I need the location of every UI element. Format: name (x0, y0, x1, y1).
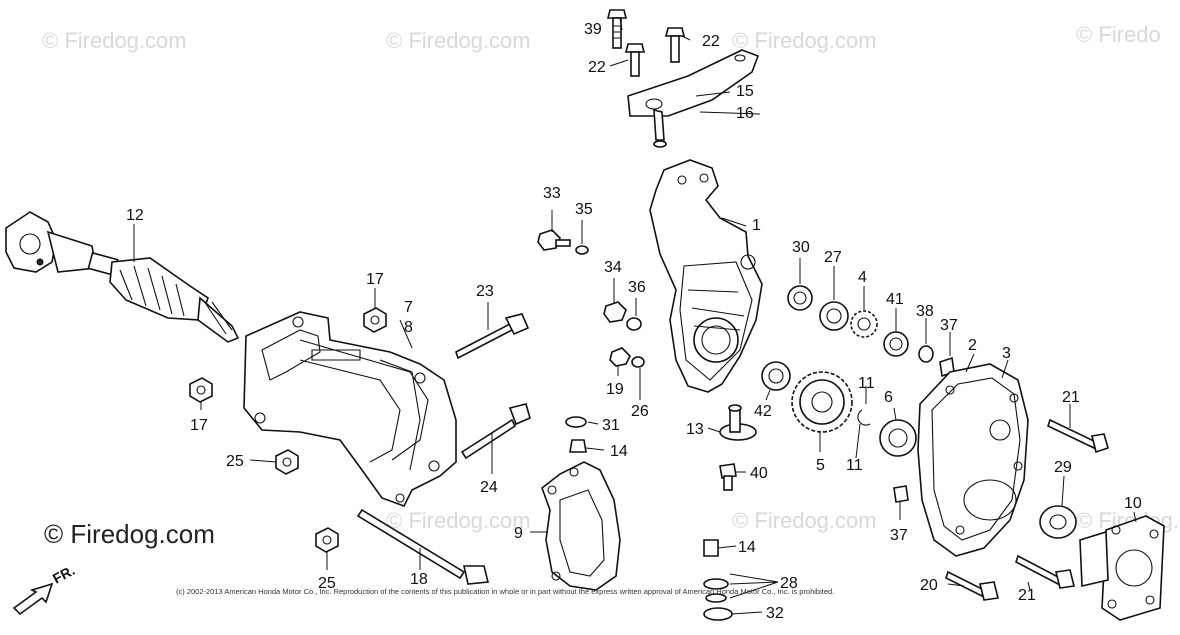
callout-25-b: 25 (318, 575, 336, 592)
callout-37-b: 37 (890, 527, 908, 544)
callout-37-a: 37 (940, 317, 958, 334)
part-nuts (189, 307, 387, 553)
callout-14-b: 14 (738, 539, 756, 556)
callout-8: 8 (404, 319, 413, 336)
callout-26: 26 (631, 403, 649, 420)
callout-29: 29 (1054, 459, 1072, 476)
watermark-2: © Firedog.com (386, 28, 531, 53)
callout-10: 10 (1124, 495, 1142, 512)
part-5-42-gear (761, 361, 853, 433)
callout-42: 42 (754, 403, 772, 420)
direction-label: FR. (50, 562, 77, 587)
callout-31: 31 (602, 417, 620, 434)
watermark-1: © Firedog.com (42, 28, 187, 53)
part-9-cover (541, 461, 621, 591)
part-long-bolts (356, 313, 531, 585)
callout-36: 36 (628, 279, 646, 296)
callout-38: 38 (916, 303, 934, 320)
callout-39: 39 (584, 21, 602, 38)
watermark-5: © Firedog.com (386, 508, 531, 533)
callout-6: 6 (884, 389, 893, 406)
callout-30: 30 (792, 239, 810, 256)
watermark-3: © Firedog.com (732, 28, 877, 53)
callout-15: 15 (736, 83, 754, 100)
callout-5: 5 (816, 457, 825, 474)
callout-28: 28 (780, 575, 798, 592)
callout-2: 2 (968, 337, 977, 354)
callout-4: 4 (858, 269, 867, 286)
callout-35: 35 (575, 201, 593, 218)
callout-40: 40 (750, 465, 768, 482)
callout-33: 33 (543, 185, 561, 202)
callout-19: 19 (606, 381, 624, 398)
callout-7: 7 (404, 299, 413, 316)
callout-11-a: 11 (858, 375, 875, 392)
callout-16: 16 (736, 105, 754, 122)
watermark-group: © Firedog.com © Firedog.com © Firedog.co… (42, 22, 1180, 549)
watermark-4: © Firedo (1076, 22, 1161, 47)
callout-32: 32 (766, 605, 784, 622)
callout-18: 18 (410, 571, 428, 588)
callout-9: 9 (514, 525, 523, 542)
part-spacers (565, 416, 733, 621)
front-direction-arrow: FR. (12, 562, 77, 616)
part-1-final-gear-case (649, 159, 763, 393)
callout-13: 13 (686, 421, 704, 438)
callout-23: 23 (476, 283, 494, 300)
callout-11-b: 11 (846, 457, 863, 474)
part-2-3-case-cover (917, 363, 1029, 557)
part-small-fasteners (537, 229, 645, 368)
callout-24: 24 (480, 479, 498, 496)
callout-17-a: 17 (366, 271, 384, 288)
callout-numbers: 39 22 22 15 16 1 12 33 35 34 36 17 7 8 2… (126, 21, 1142, 622)
copyright-notice: (c) 2002-2013 American Honda Motor Co., … (176, 587, 834, 596)
callout-25-a: 25 (226, 453, 244, 470)
callout-17-b: 17 (190, 417, 208, 434)
leader-lines (133, 17, 1137, 615)
callout-21-a: 21 (1062, 389, 1080, 406)
callout-14-a: 14 (610, 443, 628, 460)
part-12-drive-shaft (5, 211, 240, 343)
callout-34: 34 (604, 259, 622, 276)
watermark-large: © Firedog.com (44, 519, 215, 549)
callout-3: 3 (1002, 345, 1011, 362)
callout-12: 12 (126, 207, 144, 224)
part-7-8-swingarm (243, 311, 457, 507)
callout-22-a: 22 (702, 33, 720, 50)
part-39-22-bolts (606, 9, 686, 77)
watermark-6: © Firedog.com (732, 508, 877, 533)
part-13-40-pinion (719, 404, 757, 491)
callout-21-b: 21 (1018, 587, 1036, 604)
callout-20: 20 (920, 577, 938, 594)
part-15-16-mount-plate (627, 49, 760, 148)
callout-1: 1 (752, 217, 761, 234)
callout-41: 41 (886, 291, 904, 308)
part-10-29-hub (1039, 505, 1165, 621)
callout-22-b: 22 (588, 59, 606, 76)
callout-27: 27 (824, 249, 842, 266)
part-21-20-bolts (945, 418, 1109, 601)
